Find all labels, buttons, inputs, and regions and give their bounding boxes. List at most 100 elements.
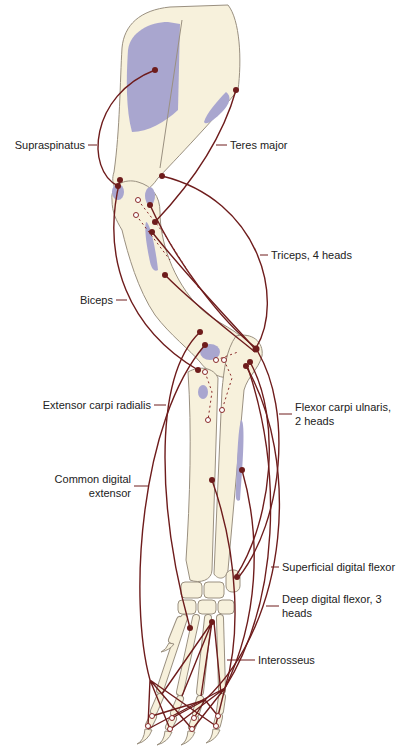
muscle-line — [148, 688, 225, 731]
attachment-ring — [214, 724, 219, 729]
attachment-dot — [209, 619, 215, 625]
hidden-muscle-line — [136, 215, 170, 260]
carpal-bone — [218, 600, 234, 614]
leader-line — [154, 405, 166, 406]
muscle-line — [155, 90, 236, 222]
muscle-line — [148, 680, 216, 729]
metacarpal — [172, 620, 180, 640]
attachment-area — [236, 420, 244, 501]
attachment-dot — [159, 173, 165, 179]
leader-line — [134, 486, 148, 487]
carpal-bone — [181, 582, 202, 598]
attachment-dot — [233, 87, 239, 93]
attachment-area — [145, 222, 158, 271]
claw — [181, 731, 195, 745]
muscle-label: Superficial digital flexor — [282, 560, 405, 574]
attachment-dot — [234, 574, 240, 580]
attachment-dot — [209, 477, 215, 483]
metacarpal — [220, 618, 222, 690]
muscle-label: Common digital extensor — [41, 472, 131, 500]
attachment-ring — [216, 714, 221, 719]
attachment-dot — [149, 229, 155, 235]
leader-line — [227, 660, 255, 661]
attachment-dot — [152, 67, 158, 73]
attachment-ring — [206, 418, 211, 423]
attachment-dot — [117, 177, 123, 183]
muscle-line — [225, 470, 254, 688]
leader-line — [260, 255, 268, 256]
attachment-ring — [146, 724, 151, 729]
leader-line — [116, 300, 127, 301]
leader-line — [88, 145, 97, 146]
muscle-line — [162, 622, 221, 696]
carpal-bone — [198, 600, 216, 614]
attachment-ring — [190, 727, 195, 732]
hidden-muscle-line — [216, 352, 238, 360]
radius — [186, 368, 218, 581]
muscle-label: Supraspinatus — [15, 138, 85, 152]
scapula — [113, 5, 240, 196]
attachment-dot — [197, 329, 203, 335]
muscle-label: Triceps, 4 heads — [271, 248, 352, 262]
attachment-ring — [150, 714, 155, 719]
digit-bones-fill — [149, 618, 222, 727]
muscle-line — [238, 352, 279, 578]
hidden-muscle-line — [222, 360, 232, 410]
attachment-dot — [162, 272, 168, 278]
muscle-line — [165, 332, 200, 628]
attachment-ring — [168, 727, 173, 732]
claw — [206, 729, 220, 743]
attachment-ring — [222, 358, 227, 363]
attachment-ring — [170, 716, 175, 721]
muscle-label: Deep digital flexor, 3 heads — [282, 592, 396, 620]
muscle-line — [212, 480, 235, 688]
claw — [157, 731, 172, 745]
attachment-ring — [192, 716, 197, 721]
attachment-ring — [214, 358, 219, 363]
muscle-label: Extensor carpi radialis — [43, 398, 151, 412]
attachment-dot — [195, 367, 201, 373]
attachment-dot — [243, 363, 249, 369]
hidden-muscle-line — [205, 372, 212, 420]
carpal-bone — [204, 582, 224, 598]
attachment-dot — [115, 183, 121, 189]
muscle-label: Teres major — [230, 138, 287, 152]
attachment-dot — [152, 219, 158, 225]
muscle-line — [152, 232, 256, 350]
attachment-dot — [253, 346, 260, 353]
attachment-area — [127, 22, 180, 132]
scapular-spine — [160, 20, 182, 168]
muscle-line — [225, 368, 271, 688]
muscle-line — [114, 180, 198, 370]
muscle-label: Interosseus — [258, 653, 315, 667]
leader-line — [266, 606, 279, 607]
muscle-label: Flexor carpi ulnaris, 2 heads — [295, 400, 395, 428]
attachment-area — [198, 385, 208, 399]
muscle-line — [140, 345, 205, 680]
muscle-line — [150, 205, 256, 348]
muscle-line — [165, 275, 255, 352]
muscle-label: Biceps — [80, 293, 113, 307]
attachment-ring — [136, 198, 141, 203]
digit-bones-outline — [149, 618, 222, 727]
metacarpal — [220, 618, 222, 690]
attachment-ring — [220, 408, 225, 413]
muscle-line — [98, 70, 155, 186]
leader-line — [271, 567, 279, 568]
leader-line — [216, 145, 227, 146]
claw — [137, 729, 152, 744]
attachment-dot — [239, 467, 245, 473]
muscle-line — [236, 362, 269, 576]
attachment-dot — [202, 342, 208, 348]
attachment-ring — [134, 213, 139, 218]
attachment-dot — [187, 625, 193, 631]
attachment-ring — [203, 370, 208, 375]
attachment-dot — [147, 202, 153, 208]
claw — [161, 643, 174, 652]
hidden-muscle-line — [138, 200, 200, 290]
leader-line — [279, 414, 292, 415]
carpal-bone — [178, 600, 196, 614]
